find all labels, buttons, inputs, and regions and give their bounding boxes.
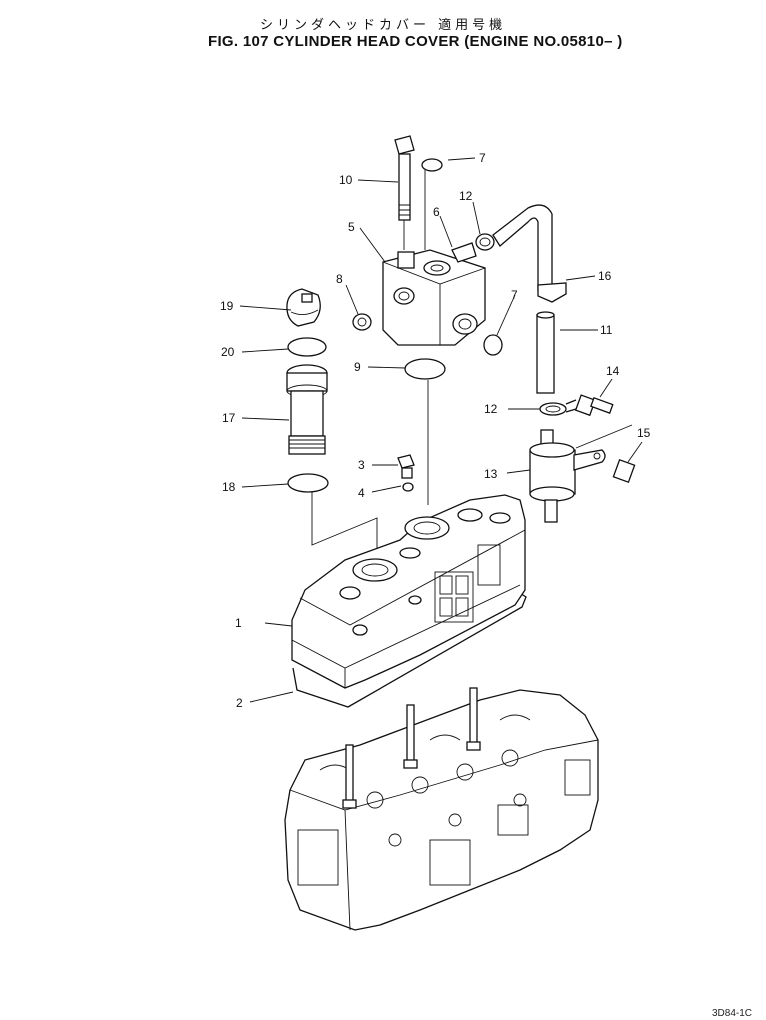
callout-4: 4 xyxy=(358,486,365,500)
callout-8: 8 xyxy=(336,272,343,286)
cylinder-head-cover-drawing xyxy=(291,494,526,689)
o-ring-top-drawing xyxy=(421,158,443,172)
callout-12-top: 12 xyxy=(459,189,473,203)
clamp-top-drawing xyxy=(475,233,495,251)
callout-16: 16 xyxy=(598,269,612,283)
callout-14: 14 xyxy=(606,364,620,378)
o-ring-cap-drawing xyxy=(287,337,327,357)
banjo-bolt-drawing xyxy=(574,394,633,449)
callout-labels: 1 2 3 4 5 6 7 7 8 9 10 11 12 12 13 14 15… xyxy=(220,151,651,710)
callout-17: 17 xyxy=(222,411,236,425)
callout-18: 18 xyxy=(222,480,236,494)
callout-5: 5 xyxy=(348,220,355,234)
breather-hose-drawing xyxy=(492,204,567,394)
japanese-title: シリンダヘッドカバー 適用号機 xyxy=(260,18,507,33)
callout-3: 3 xyxy=(358,458,365,472)
plug-drawing xyxy=(352,313,372,331)
callout-11: 11 xyxy=(600,323,613,337)
leader-lines xyxy=(239,157,643,703)
callout-1: 1 xyxy=(235,616,242,630)
callout-20: 20 xyxy=(221,345,235,359)
figure-title: FIG. 107 CYLINDER HEAD COVER (ENGINE NO.… xyxy=(208,33,623,50)
cylinder-head-drawing xyxy=(284,687,599,931)
callout-7-top: 7 xyxy=(479,151,486,165)
gasket-drawing xyxy=(292,589,527,708)
callout-10: 10 xyxy=(339,173,353,187)
bolt-drawing xyxy=(394,135,415,250)
callout-12-lower: 12 xyxy=(484,402,498,416)
callout-9: 9 xyxy=(354,360,361,374)
sleeve-drawing xyxy=(612,458,636,484)
drawing-code: 3D84-1C xyxy=(712,1008,753,1019)
cover-bolt-drawing xyxy=(397,454,415,492)
o-ring-neck-drawing xyxy=(287,473,329,493)
callout-7-side: 7 xyxy=(511,288,518,302)
oil-filler-neck-drawing xyxy=(286,364,328,455)
callout-6: 6 xyxy=(433,205,440,219)
separator-drawing xyxy=(529,429,606,523)
oil-filler-cap-drawing xyxy=(286,288,321,327)
o-ring-side-drawing xyxy=(483,334,503,356)
callout-2: 2 xyxy=(236,696,243,710)
callout-15: 15 xyxy=(637,426,651,440)
clamp-lower-drawing xyxy=(539,399,577,416)
breather-body-drawing xyxy=(382,242,486,346)
callout-19: 19 xyxy=(220,299,234,313)
o-ring-breather-drawing xyxy=(404,358,446,380)
callout-13: 13 xyxy=(484,467,498,481)
